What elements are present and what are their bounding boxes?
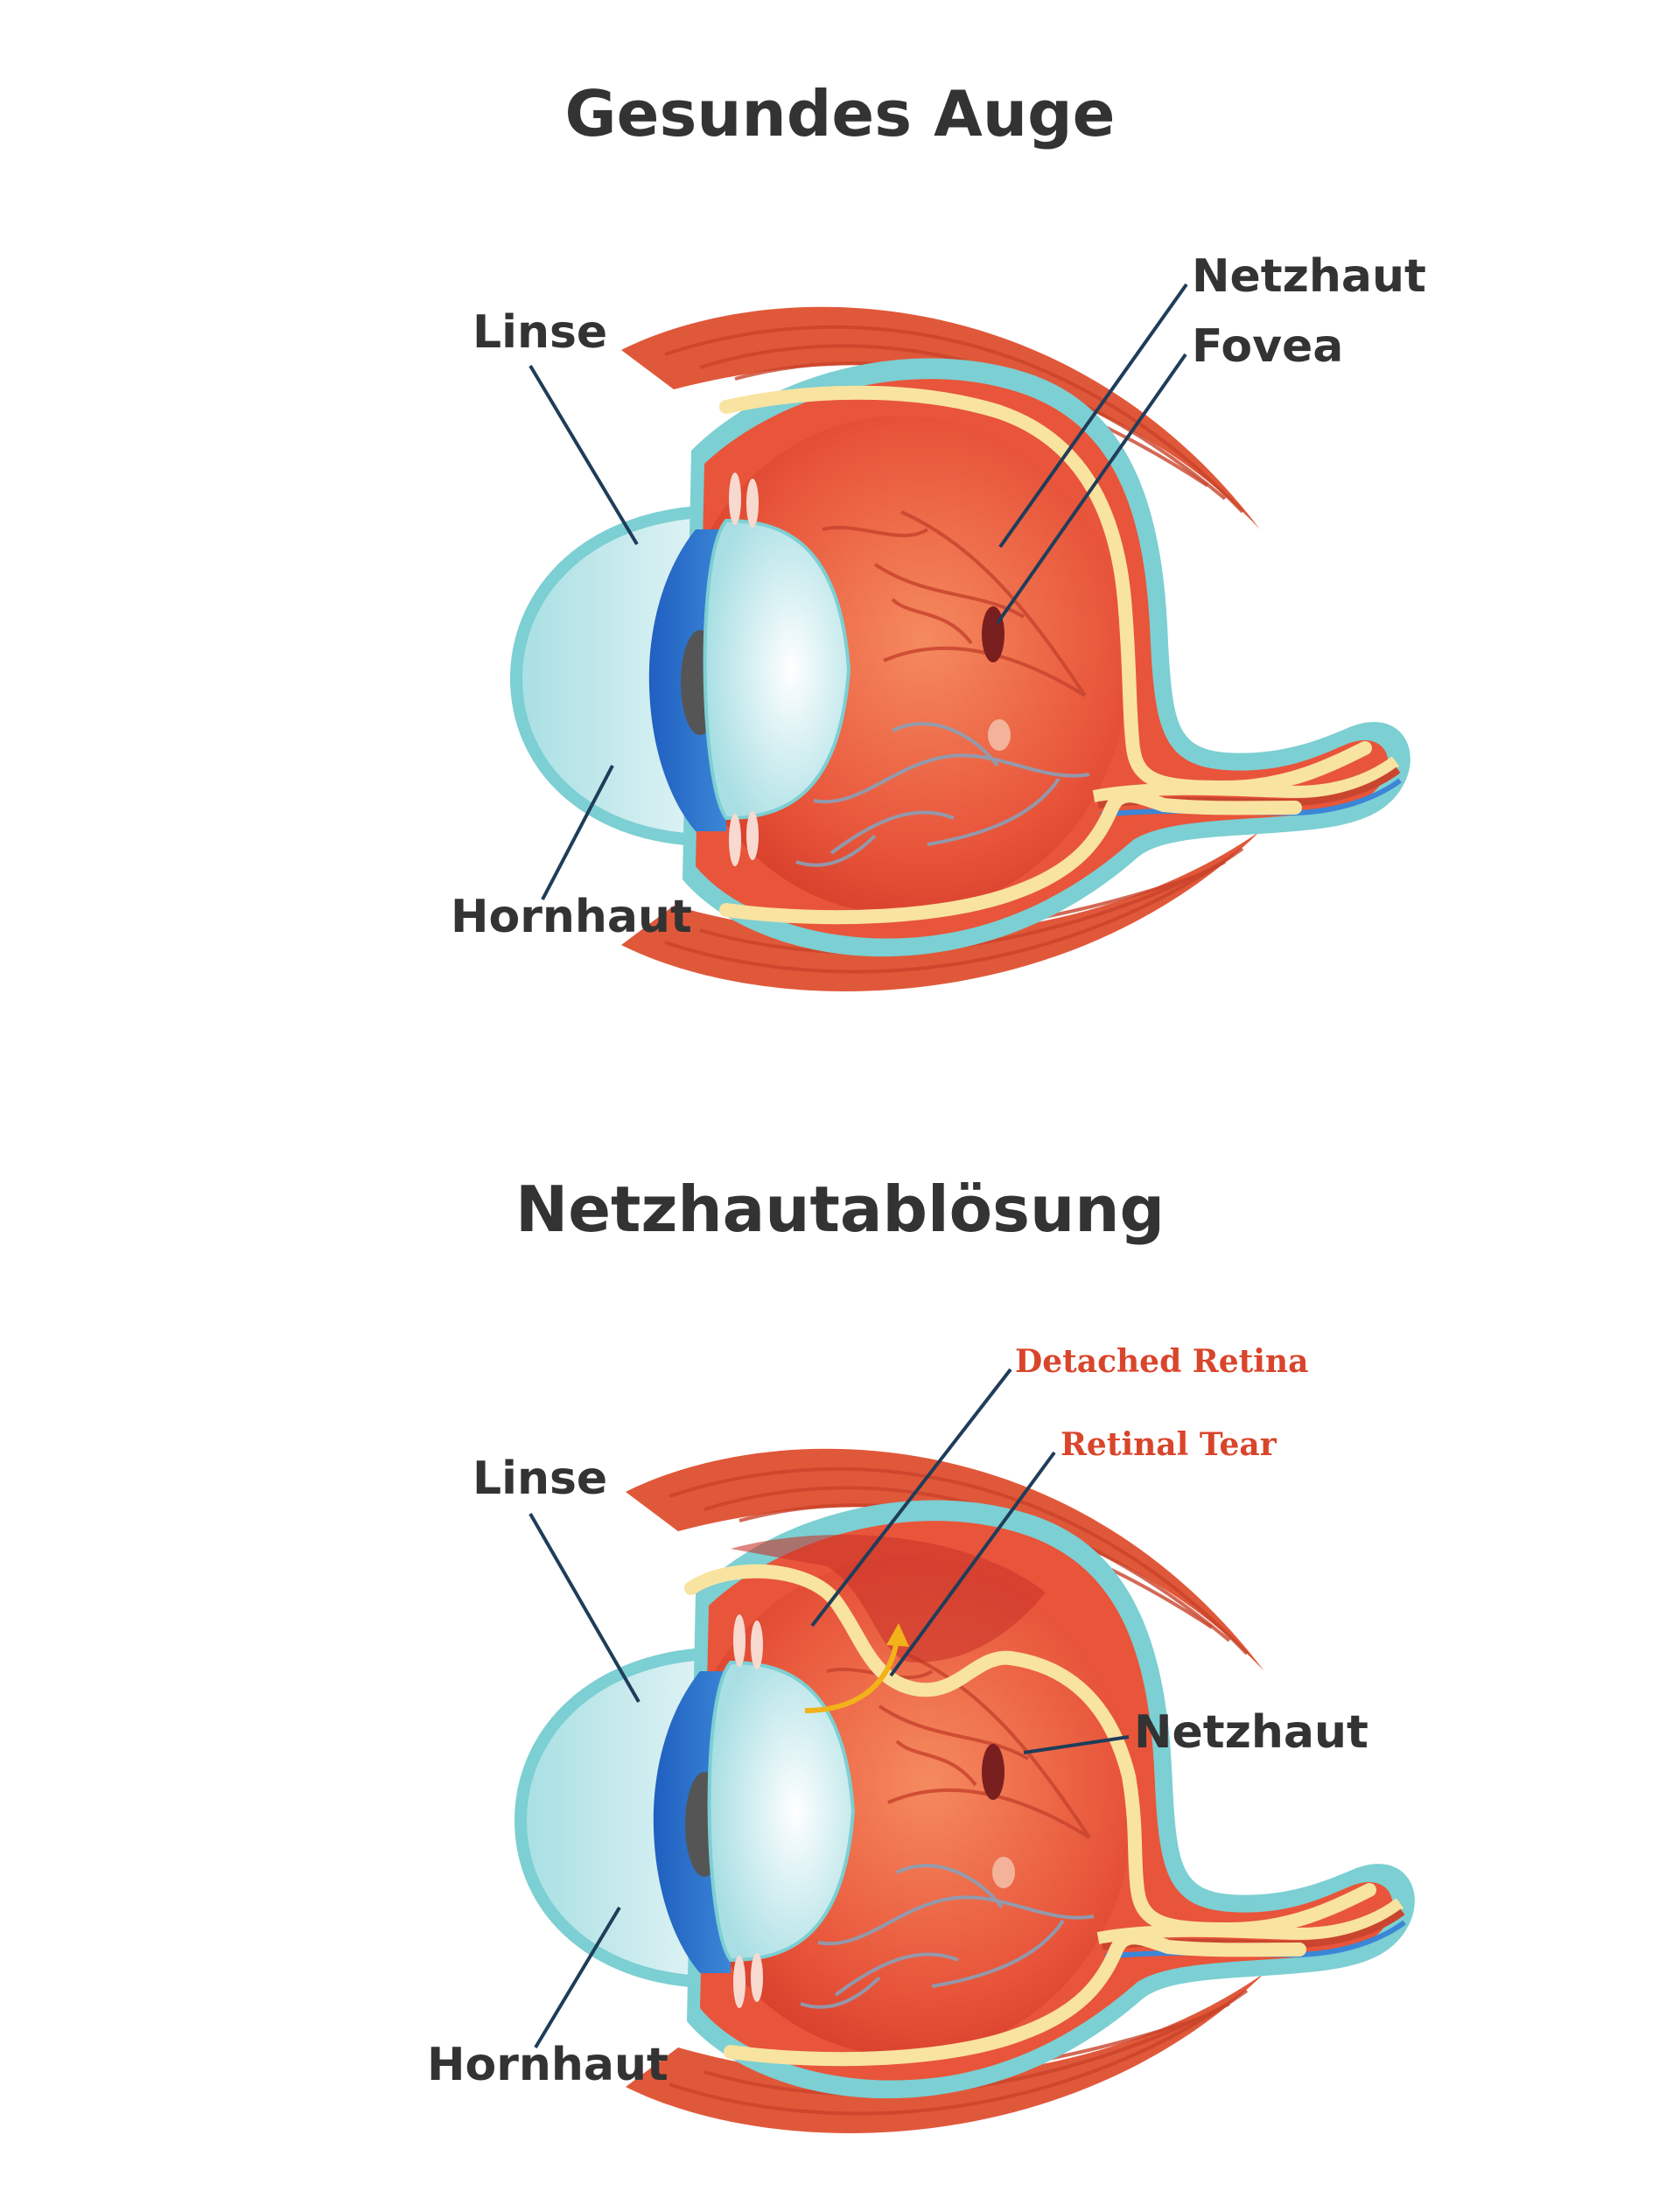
detached-lens-label: Linse [472,1452,607,1505]
healthy-fovea [982,606,1004,662]
retinal-tear-label: Retinal Tear [1060,1426,1277,1463]
detached-eye [521,1449,1415,2133]
healthy-retina-label: Netzhaut [1192,250,1426,303]
detached-cornea-label: Hornhaut [427,2039,668,2091]
healthy-eye [516,307,1410,991]
healthy-cornea-label: Hornhaut [451,891,692,943]
healthy-lens-label: Linse [472,306,607,359]
detached-retina-label: Detached Retina [1015,1343,1308,1380]
detached-retina-netzhaut-label: Netzhaut [1134,1706,1368,1759]
healthy-fovea-label: Fovea [1192,320,1343,373]
